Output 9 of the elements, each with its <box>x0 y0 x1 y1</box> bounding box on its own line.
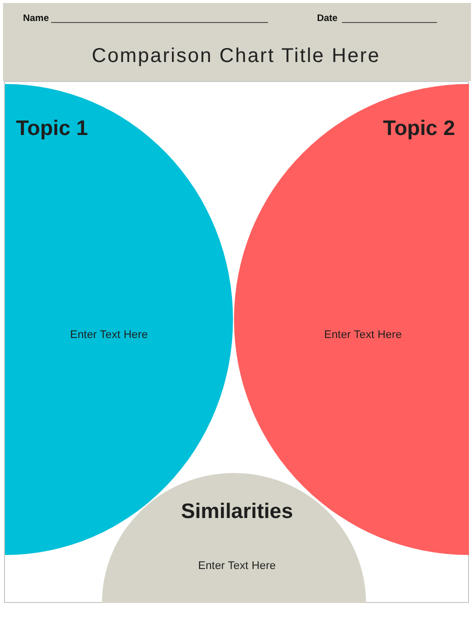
placeholder-text: Enter Text Here <box>198 560 276 574</box>
chart-title: Comparison Chart Title Here <box>92 44 380 68</box>
topic-heading: Similarities <box>180 499 294 524</box>
placeholder-text: Enter Text Here <box>70 329 148 342</box>
topic-heading: Topic 1 <box>16 116 88 142</box>
field-label: Name <box>23 13 49 24</box>
field-label: Date <box>317 13 338 24</box>
topic-heading: Topic 2 <box>383 116 455 142</box>
placeholder-text: Enter Text Here <box>324 329 402 342</box>
